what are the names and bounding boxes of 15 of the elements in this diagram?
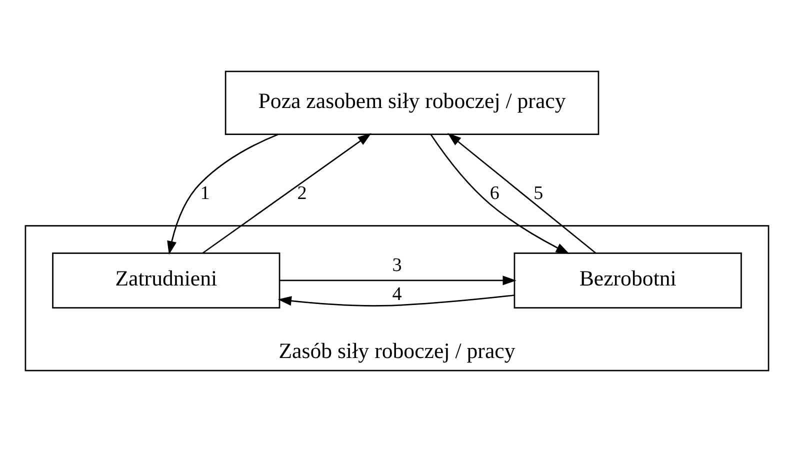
edge-label: 1 xyxy=(200,182,210,204)
node-box: Bezrobotni xyxy=(514,252,742,308)
arrow xyxy=(430,134,570,254)
arrow xyxy=(448,133,596,254)
arrow xyxy=(280,276,516,286)
edge-label: 3 xyxy=(392,255,402,276)
edge-label: 2 xyxy=(297,182,307,204)
arrow xyxy=(167,134,278,255)
edge-label: 4 xyxy=(392,284,402,305)
edge-label: 6 xyxy=(490,182,500,204)
arrow xyxy=(278,294,514,306)
arrow xyxy=(202,133,372,254)
node-box: Zatrudnieni xyxy=(52,252,280,308)
edge-label: 5 xyxy=(534,182,544,204)
node-box: Poza zasobem siły roboczej / pracy xyxy=(224,70,600,135)
